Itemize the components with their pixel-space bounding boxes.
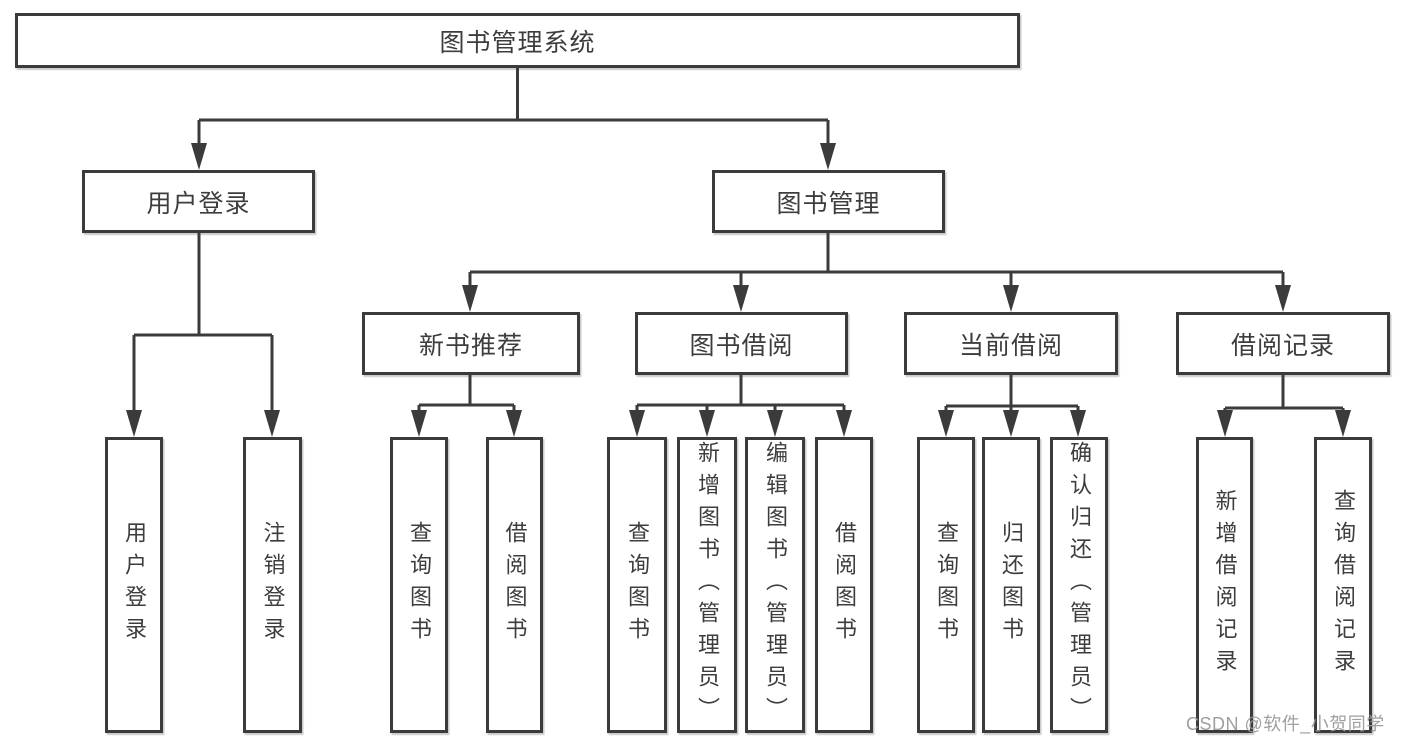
leaf-borrow-query-books: 查询图书 — [607, 437, 667, 733]
node-borrow-records: 借阅记录 — [1176, 312, 1390, 375]
node-label: 新书推荐 — [418, 331, 523, 360]
connector-root-to-level2 — [197, 66, 830, 146]
arrowhead — [191, 143, 207, 170]
arrowhead — [1003, 410, 1019, 437]
connector-current-borrow — [944, 375, 1080, 413]
leaf-borrow-edit-books-admin: 编辑图书（管理员） — [745, 437, 805, 733]
leaf-label: 借阅图书 — [832, 521, 857, 649]
leaf-recommend-borrow-books: 借阅图书 — [486, 437, 543, 733]
arrowhead — [767, 410, 783, 437]
arrowhead — [126, 410, 142, 437]
node-label: 借阅记录 — [1230, 331, 1335, 360]
arrowhead — [836, 410, 852, 437]
node-book-borrow: 图书借阅 — [635, 312, 848, 375]
leaf-label: 新增图书（管理员） — [695, 441, 720, 729]
arrowhead — [462, 285, 478, 312]
leaf-current-confirm-return-admin: 确认归还（管理员） — [1050, 437, 1108, 733]
arrowhead — [1335, 410, 1351, 437]
node-label: 图书管理 — [776, 189, 881, 218]
arrowhead — [938, 410, 954, 437]
arrowhead — [1003, 285, 1019, 312]
leaf-label: 查询图书 — [934, 521, 959, 649]
node-label: 图书借阅 — [689, 331, 794, 360]
leaf-label: 注销登录 — [260, 521, 286, 649]
leaf-label: 查询图书 — [625, 521, 650, 649]
connector-borrow-records — [1223, 375, 1345, 413]
leaf-label: 编辑图书（管理员） — [763, 441, 788, 729]
node-label: 图书管理系统 — [439, 28, 596, 57]
leaf-label: 用户登录 — [122, 521, 147, 649]
leaf-current-return-books: 归还图书 — [982, 437, 1040, 733]
leaf-logout-login: 注销登录 — [243, 437, 302, 733]
connector-new-book-recommend — [417, 375, 516, 413]
arrowhead — [1070, 410, 1086, 437]
arrowhead — [1275, 285, 1291, 312]
leaf-label: 确认归还（管理员） — [1067, 441, 1092, 729]
node-book-management-system: 图书管理系统 — [15, 13, 1020, 68]
node-book-management: 图书管理 — [712, 170, 945, 233]
arrowhead — [629, 410, 645, 437]
leaf-borrow-borrow-books: 借阅图书 — [815, 437, 873, 733]
connector-user-login-group — [132, 233, 274, 413]
leaf-current-query-books: 查询图书 — [917, 437, 975, 733]
leaf-label: 归还图书 — [999, 521, 1024, 649]
connector-book-borrow — [635, 375, 846, 413]
node-current-borrow: 当前借阅 — [904, 312, 1118, 375]
node-label: 当前借阅 — [958, 331, 1063, 360]
leaf-label: 查询图书 — [407, 521, 432, 649]
arrowhead — [264, 410, 280, 437]
leaf-label: 查询借阅记录 — [1331, 489, 1356, 681]
node-user-login-group: 用户登录 — [82, 170, 315, 233]
leaf-records-add-record: 新增借阅记录 — [1196, 437, 1253, 733]
arrowhead — [1217, 410, 1233, 437]
arrowhead — [820, 143, 836, 170]
leaf-label: 新增借阅记录 — [1212, 489, 1238, 681]
arrowhead — [699, 410, 715, 437]
leaf-records-query-record: 查询借阅记录 — [1314, 437, 1372, 733]
csdn-watermark: CSDN @软件_小贺同学 — [1186, 714, 1385, 734]
leaf-recommend-query-books: 查询图书 — [390, 437, 448, 733]
leaf-label: 借阅图书 — [502, 521, 528, 649]
leaf-user-login: 用户登录 — [105, 437, 163, 733]
node-label: 用户登录 — [146, 189, 251, 218]
node-new-book-recommend: 新书推荐 — [362, 312, 580, 375]
arrowhead — [411, 410, 427, 437]
arrowhead — [506, 410, 522, 437]
connector-book-mgmt-to-level3 — [468, 233, 1285, 288]
leaf-borrow-add-books-admin: 新增图书（管理员） — [677, 437, 737, 733]
arrowhead — [733, 285, 749, 312]
